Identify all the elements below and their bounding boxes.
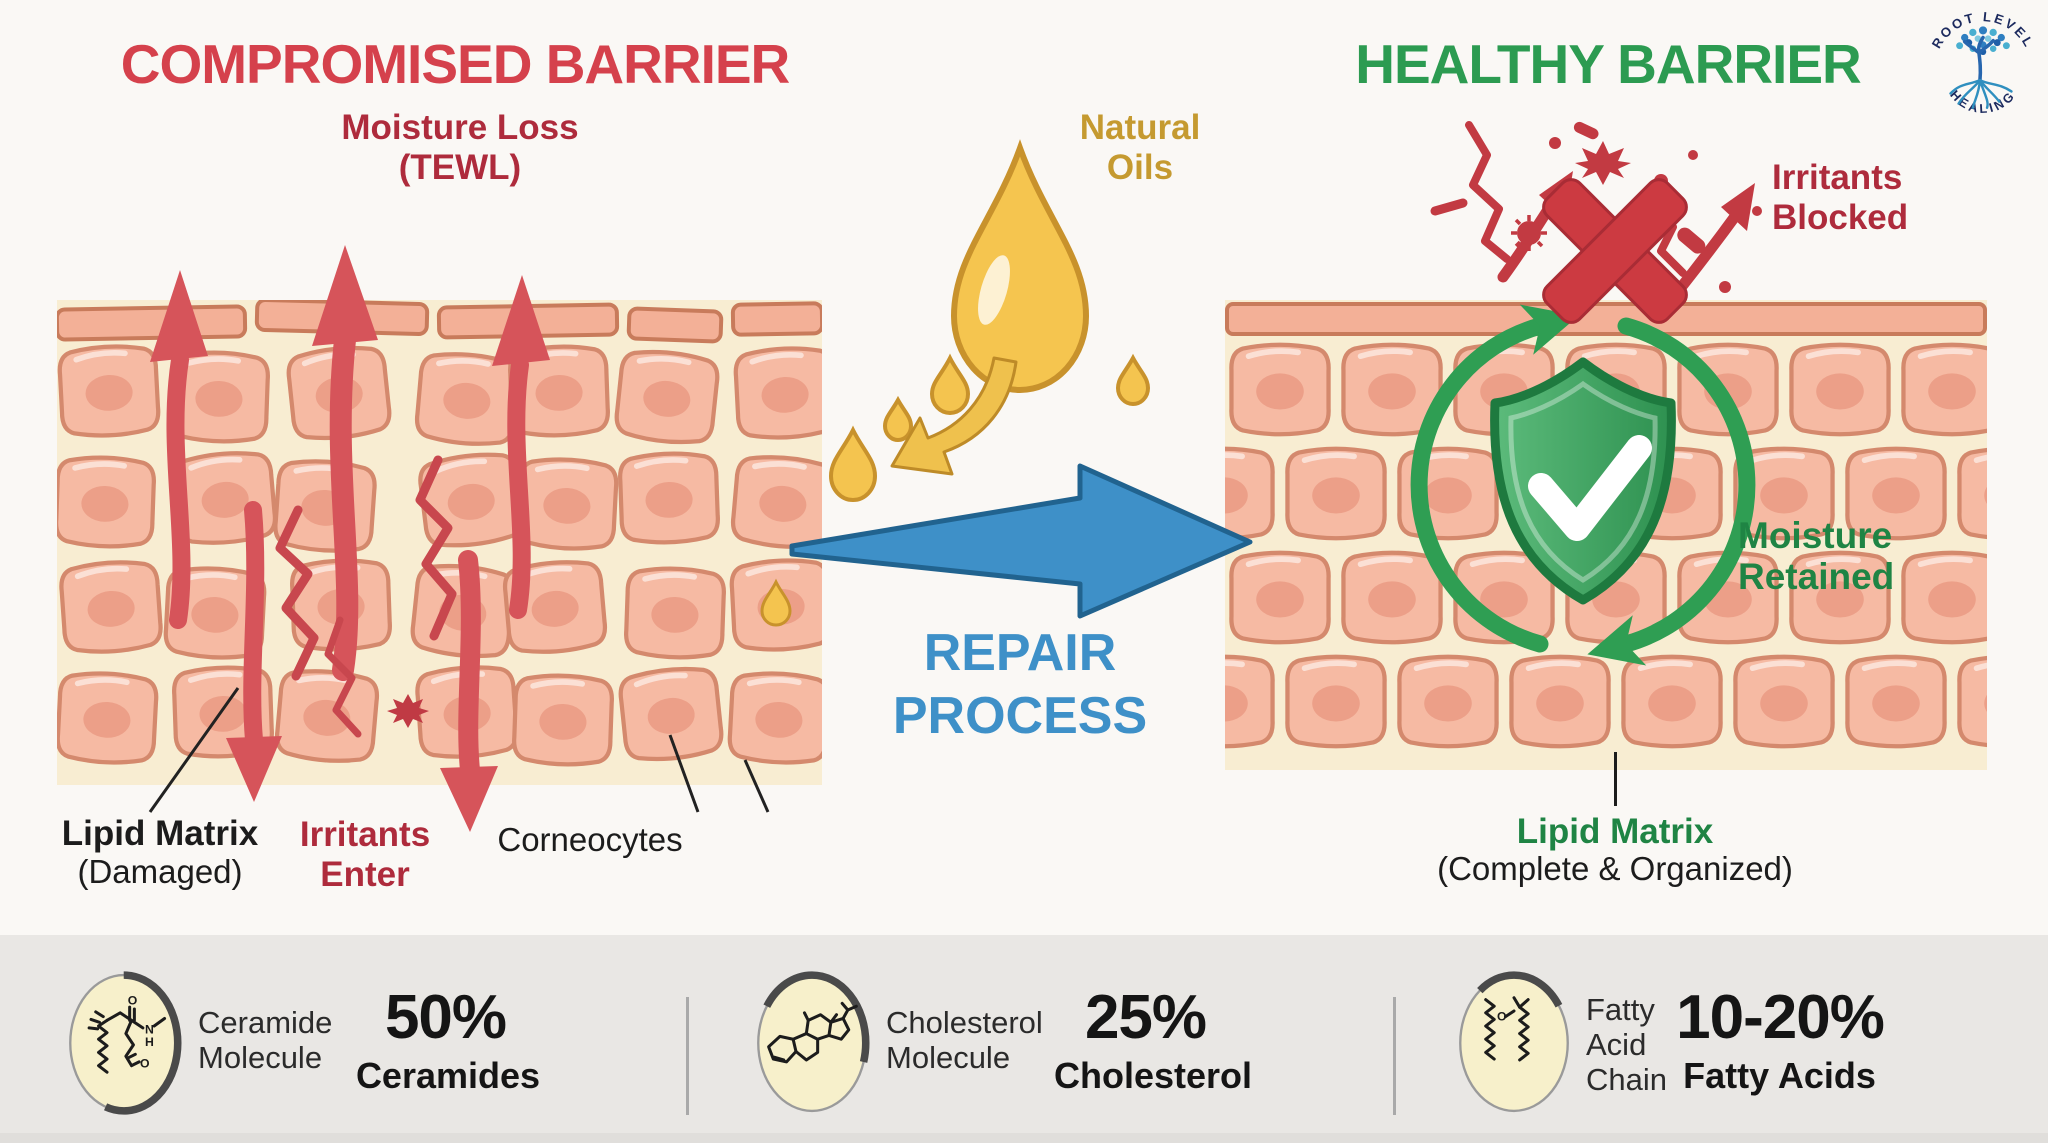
ceramide-molecule-label: Ceramide Molecule: [198, 1005, 368, 1075]
fatty-acid-chain-icon: O: [1456, 971, 1572, 1115]
moisture-loss-line2: (TEWL): [398, 147, 522, 187]
ceramides-name: Ceramides: [355, 1055, 541, 1096]
healthy-lipid-matrix-sub: (Complete & Organized): [1437, 850, 1793, 888]
barrier-crack-zigzags: [275, 455, 457, 738]
healthy-barrier-title: HEALTHY BARRIER: [1355, 33, 1862, 95]
healthy-lipid-matrix-label: Lipid Matrix (Complete & Organized): [1415, 812, 1815, 887]
checkmark-icon: [1528, 435, 1652, 541]
ceramide-molecule-icon: O N H O: [66, 971, 182, 1115]
irritant-burst-icon: [1575, 141, 1631, 185]
stat2-label-line2: Molecule: [886, 1040, 1011, 1076]
irritant-microbe-icon: [1511, 215, 1547, 251]
corneocyte-cell: [1903, 345, 1987, 434]
root-level-healing-logo: ROOT LEVEL HEALING: [1929, 9, 2035, 116]
corneocyte-cell: [1511, 657, 1608, 746]
stat-divider-1: [686, 997, 689, 1115]
irritants-enter-line1: Irritants: [299, 815, 431, 854]
moisture-loss-label: Moisture Loss (TEWL): [260, 108, 660, 187]
shield-check-icon: [1490, 357, 1676, 605]
stat1-label-line1: Ceramide: [198, 1005, 333, 1040]
stat1-label-line2: Molecule: [198, 1040, 323, 1076]
irritants-enter-line2: Enter: [320, 854, 410, 894]
stat3-label-line1: Fatty: [1586, 992, 1655, 1027]
irritants-blocked-graphics: [1430, 121, 1762, 324]
lipid-matrix-title: Lipid Matrix: [61, 814, 259, 853]
oil-flow-arrow: [890, 356, 1018, 476]
corneocyte-cell: [1287, 657, 1384, 746]
natural-oils-label: Natural Oils: [1055, 108, 1225, 187]
oil-droplets: [828, 353, 1151, 502]
lipid-composition-bar: [0, 935, 2048, 1143]
corneocyte-cell: [1959, 657, 1987, 746]
atom-o-top: O: [128, 993, 138, 1007]
label-pointer-lines: [148, 687, 770, 813]
moisture-loss-line1: Moisture Loss: [341, 108, 579, 147]
atom-o: O: [1497, 1009, 1507, 1023]
moisture-retained-line2: Retained: [1738, 556, 1895, 598]
stat3-label-line2: Acid: [1586, 1027, 1647, 1063]
tree-of-life-icon: [1949, 26, 2013, 109]
repair-process-label: REPAIR PROCESS: [820, 622, 1220, 749]
irritants-blocked-label: Irritants Blocked: [1772, 158, 2002, 237]
atom-o-bottom: O: [140, 1057, 150, 1071]
natural-oil-drop-icon: [950, 139, 1090, 393]
lipid-matrix-damaged-label: Lipid Matrix (Damaged): [20, 814, 300, 890]
corneocyte-cell: [1735, 657, 1832, 746]
repair-line1: REPAIR: [923, 624, 1117, 682]
bounce-arrowhead-right: [1721, 183, 1755, 231]
cholesterol-name: Cholesterol: [1053, 1055, 1253, 1096]
irritant-burst-small-icon: [387, 694, 429, 728]
lipid-matrix-sub: (Damaged): [77, 852, 243, 890]
corneocyte-cell: [1399, 657, 1496, 746]
compromised-overlay: [148, 245, 792, 832]
healthy-lipid-matrix-title: Lipid Matrix: [1516, 812, 1714, 851]
bottom-edge-strip: [0, 1133, 2048, 1143]
irritant-entry-arrows: [226, 501, 498, 832]
cholesterol-molecule-label: Cholesterol Molecule: [886, 1005, 1076, 1075]
oil-drop-tiny-icon: [760, 578, 792, 627]
corneocytes-label: Corneocytes: [497, 821, 683, 858]
corneocyte-cell: [1287, 449, 1384, 538]
natural-oils-line1: Natural: [1079, 108, 1201, 147]
corneocyte-cell: [1343, 553, 1440, 642]
corneocyte-cell: [1847, 657, 1944, 746]
cholesterol-percentage: 25%: [1084, 983, 1207, 1052]
repair-arrow: [789, 463, 1253, 619]
corneocyte-cell: [1623, 657, 1720, 746]
cholesterol-molecule-icon: [754, 971, 870, 1115]
irritant-bacteria-icon: [1677, 227, 1706, 254]
compromised-barrier-title: COMPROMISED BARRIER: [120, 33, 791, 95]
corneocyte-cell: [1959, 449, 1987, 538]
lipid-matrix-pointer-line: [1614, 752, 1617, 806]
healthy-skin-tissue: [1225, 300, 1987, 770]
moisture-retained-label: Moisture Retained: [1738, 515, 1958, 598]
repair-line2: PROCESS: [892, 687, 1148, 746]
atom-n: N: [145, 1023, 154, 1037]
moisture-retained-line1: Moisture: [1738, 515, 1893, 556]
natural-oils-line2: Oils: [1106, 147, 1174, 187]
stat2-label-line1: Cholesterol: [886, 1005, 1043, 1040]
stat-divider-2: [1393, 997, 1396, 1115]
irritants-blocked-line1: Irritants: [1772, 158, 1903, 197]
stat3-label-line3: Chain: [1586, 1062, 1667, 1098]
corneocyte-cell: [1225, 657, 1273, 746]
irritants-enter-label: Irritants Enter: [265, 815, 465, 894]
fatty-acids-name: Fatty Acids: [1683, 1055, 1876, 1096]
ceramides-percentage: 50%: [384, 983, 507, 1052]
irritants-blocked-line2: Blocked: [1772, 197, 1909, 237]
fatty-acid-chain-label: Fatty Acid Chain: [1586, 992, 1696, 1097]
fatty-acids-percentage: 10-20%: [1676, 983, 1885, 1052]
intact-surface-band: [1225, 302, 1987, 336]
repair-process-graphics: [789, 139, 1253, 619]
blocked-x-icon: [1542, 178, 1688, 324]
moisture-loss-arrows: [150, 245, 550, 681]
corneocyte-cell: [1791, 345, 1888, 434]
atom-h: H: [145, 1035, 154, 1049]
